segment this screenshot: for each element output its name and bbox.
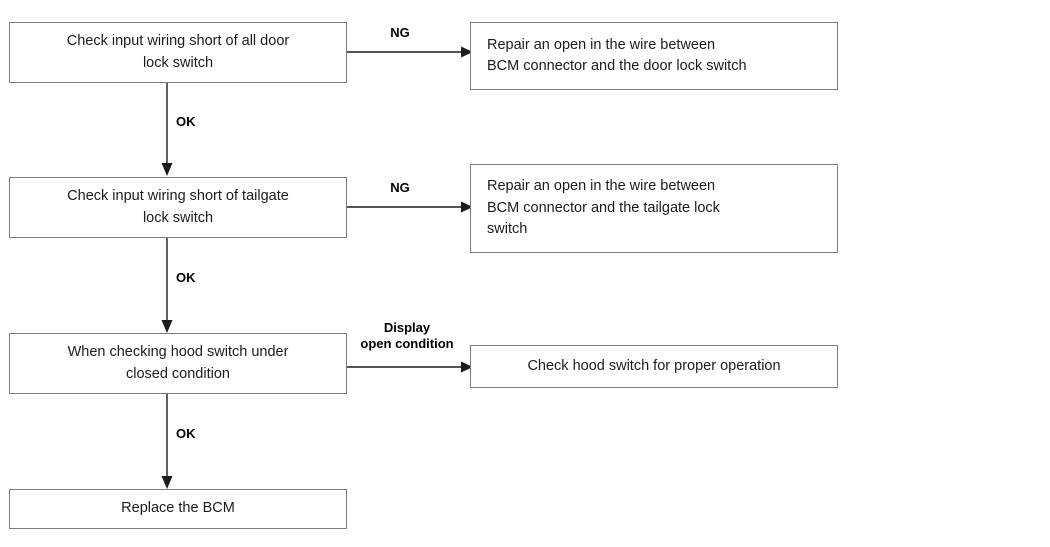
node-label: Check hood switch for proper operation (527, 357, 781, 374)
connector-ok-tailgate-to-hood (161, 238, 173, 333)
connector-ng-tailgate-lock (347, 201, 473, 213)
edge-label-ng-door-lock: NG (390, 25, 410, 40)
node-check-hood-switch-operation[interactable]: Check hood switch for proper operation (470, 345, 838, 388)
node-replace-bcm[interactable]: Replace the BCM (9, 489, 347, 529)
node-label: Check input wiring short of all door loc… (66, 33, 290, 71)
node-label: Check input wiring short of tailgate loc… (67, 188, 289, 226)
node-repair-door-lock-wire[interactable]: Repair an open in the wire between BCM c… (470, 22, 838, 90)
node-label: Repair an open in the wire between BCM c… (487, 36, 747, 74)
connector-ok-hood-to-replace (161, 394, 173, 489)
connector-display-open-condition (347, 361, 473, 373)
edge-label-ok-door-to-tailgate: OK (176, 114, 196, 129)
edge-label-ok-hood-to-replace: OK (176, 426, 196, 441)
node-label: Repair an open in the wire between BCM c… (487, 178, 720, 238)
connector-ok-door-to-tailgate (161, 83, 173, 176)
node-check-hood-switch-closed[interactable]: When checking hood switch under closed c… (9, 333, 347, 394)
node-label: When checking hood switch under closed c… (67, 344, 289, 382)
connector-ng-door-lock (347, 46, 473, 58)
node-check-door-lock-switch[interactable]: Check input wiring short of all door loc… (9, 22, 347, 83)
edge-label-ok-tailgate-to-hood: OK (176, 270, 196, 285)
node-label: Replace the BCM (121, 500, 235, 517)
edge-label-display-open-condition: Display open condition (360, 320, 454, 351)
node-repair-tailgate-lock-wire[interactable]: Repair an open in the wire between BCM c… (470, 164, 838, 253)
edge-label-ng-tailgate-lock: NG (390, 180, 410, 195)
node-check-tailgate-lock-switch[interactable]: Check input wiring short of tailgate loc… (9, 177, 347, 238)
